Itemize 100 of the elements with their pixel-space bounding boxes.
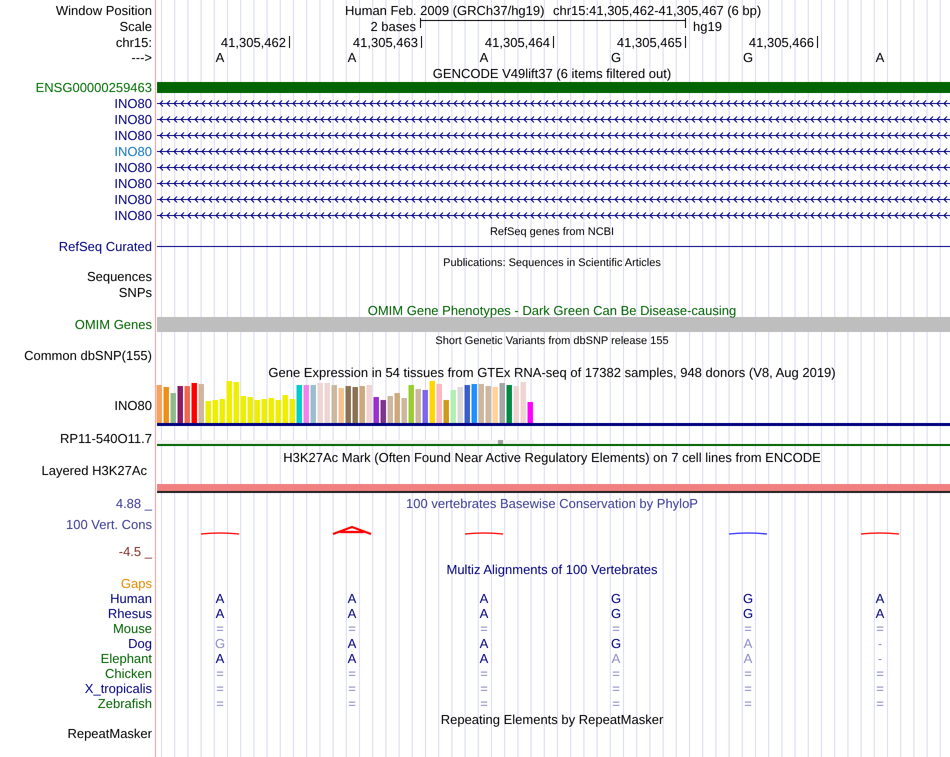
- base-letter: =: [876, 666, 884, 680]
- species-label: Chicken: [105, 666, 152, 680]
- base-letter: =: [480, 696, 488, 710]
- base-letter: A: [744, 636, 752, 650]
- track-title: GENCODE V49lift37 (6 items filtered out): [432, 66, 672, 80]
- base-letter: G: [610, 606, 622, 620]
- base-letter: A: [216, 50, 224, 64]
- base-letter: =: [480, 680, 488, 696]
- track-title: OMIM Gene Phenotypes - Dark Green Can Be Disease-causing: [368, 302, 736, 318]
- base-letter: =: [876, 620, 884, 636]
- base-letter: =: [348, 666, 356, 680]
- position-label: 41,305,462: [220, 34, 286, 50]
- track-title: Gene Expression in 54 tissues from GTEx RNA-seq of 17382 samples, 948 donors (V8, Aug 2019): [268, 364, 836, 380]
- scale-label: 2 bases: [370, 18, 416, 34]
- base-letter: A: [216, 650, 224, 666]
- base-letter: =: [480, 620, 488, 636]
- track-label: OMIM Genes: [74, 316, 152, 332]
- base-letter: A: [876, 590, 884, 606]
- base-letter: G: [742, 606, 754, 620]
- base-letter: A: [744, 650, 752, 666]
- base-letter: A: [480, 636, 488, 650]
- base-letter: A: [348, 606, 356, 620]
- track-label: RP11-540O11.7: [60, 430, 152, 446]
- base-letter: =: [216, 666, 224, 680]
- base-letter: G: [610, 590, 622, 606]
- species-label: X_tropicalis: [84, 680, 152, 696]
- track-label: ENSG00000259463: [36, 80, 152, 94]
- base-letter: A: [348, 636, 356, 650]
- base-letter: A: [216, 606, 224, 620]
- base-letter: -: [878, 650, 882, 666]
- track-label: Sequences SNPs: [86, 269, 152, 301]
- base-letter: =: [216, 680, 224, 696]
- base-letter: G: [610, 50, 622, 64]
- base-letter: =: [744, 680, 752, 696]
- species-label: Human: [110, 590, 152, 606]
- track-title: Repeating Elements by RepeatMasker: [440, 712, 664, 726]
- track-label: INO80: [114, 208, 152, 222]
- species-label: Elephant: [100, 650, 152, 666]
- track-title: H3K27Ac Mark (Often Found Near Active Regulatory Elements) on 7 cell lines from ENCODE: [283, 450, 821, 464]
- position-label: 41,305,466: [748, 34, 814, 50]
- base-letter: =: [744, 666, 752, 680]
- track-label: INO80: [114, 128, 152, 142]
- track-label: Window Position: [56, 2, 152, 18]
- base-letter: A: [480, 650, 488, 666]
- species-label: Mouse: [112, 620, 152, 636]
- axis-label: 4.88 _: [116, 496, 152, 510]
- track-label: 100 Vert. Cons: [66, 516, 152, 532]
- axis-label: -4.5 _: [118, 544, 152, 558]
- base-letter: A: [480, 50, 488, 64]
- track-label: Common dbSNP(155): [24, 348, 152, 362]
- track-title: 100 vertebrates Basewise Conservation by PhyloP: [406, 496, 698, 510]
- base-letter: =: [348, 620, 356, 636]
- track-label: INO80: [114, 112, 152, 126]
- base-letter: G: [742, 50, 754, 64]
- track-label: INO80: [114, 398, 152, 412]
- track-label: RepeatMasker: [67, 726, 152, 740]
- base-letter: A: [348, 50, 356, 64]
- base-letter: =: [348, 680, 356, 696]
- assembly-label: Human Feb. 2009 (GRCh37/hg19): [345, 2, 544, 18]
- track-label: INO80: [114, 160, 152, 174]
- track-label: INO80: [114, 176, 152, 190]
- track-label: --->: [131, 50, 152, 64]
- track-label: RefSeq Curated: [58, 238, 152, 254]
- base-letter: =: [876, 680, 884, 696]
- base-letter: =: [744, 620, 752, 636]
- base-letter: G: [610, 636, 622, 650]
- base-letter: A: [876, 50, 884, 64]
- base-letter: =: [612, 620, 620, 636]
- track-label: INO80: [114, 192, 152, 206]
- track-label: Layered H3K27Ac: [41, 462, 147, 478]
- track-title: Publications: Sequences in Scientific Articles: [443, 256, 661, 270]
- species-label: Zebrafish: [98, 696, 152, 710]
- base-letter: =: [612, 696, 620, 710]
- base-letter: G: [742, 590, 754, 606]
- base-letter: =: [480, 666, 488, 680]
- track-label: Scale: [119, 18, 152, 34]
- base-letter: G: [214, 636, 226, 650]
- base-letter: A: [480, 606, 488, 620]
- base-letter: =: [612, 680, 620, 696]
- base-letter: =: [348, 696, 356, 710]
- base-letter: =: [876, 696, 884, 710]
- scale-label: hg19: [693, 18, 722, 34]
- base-letter: -: [878, 636, 882, 650]
- track-title: RefSeq genes from NCBI: [490, 224, 614, 240]
- base-letter: =: [612, 666, 620, 680]
- base-letter: A: [348, 650, 356, 666]
- base-letter: A: [348, 590, 356, 606]
- base-letter: A: [612, 650, 620, 666]
- track-label: Gaps: [120, 576, 152, 590]
- position-range-label: chr15:41,305,462-41,305,467 (6 bp): [553, 2, 762, 18]
- position-label: 41,305,464: [484, 34, 550, 50]
- base-letter: A: [876, 606, 884, 620]
- track-title: Short Genetic Variants from dbSNP release 155: [435, 334, 669, 348]
- base-letter: =: [216, 696, 224, 710]
- track-label: chr15:: [116, 34, 152, 50]
- track-label: INO80: [114, 96, 152, 110]
- base-letter: A: [480, 590, 488, 606]
- species-label: Rhesus: [108, 606, 152, 620]
- base-letter: A: [216, 590, 224, 606]
- base-letter: =: [216, 620, 224, 636]
